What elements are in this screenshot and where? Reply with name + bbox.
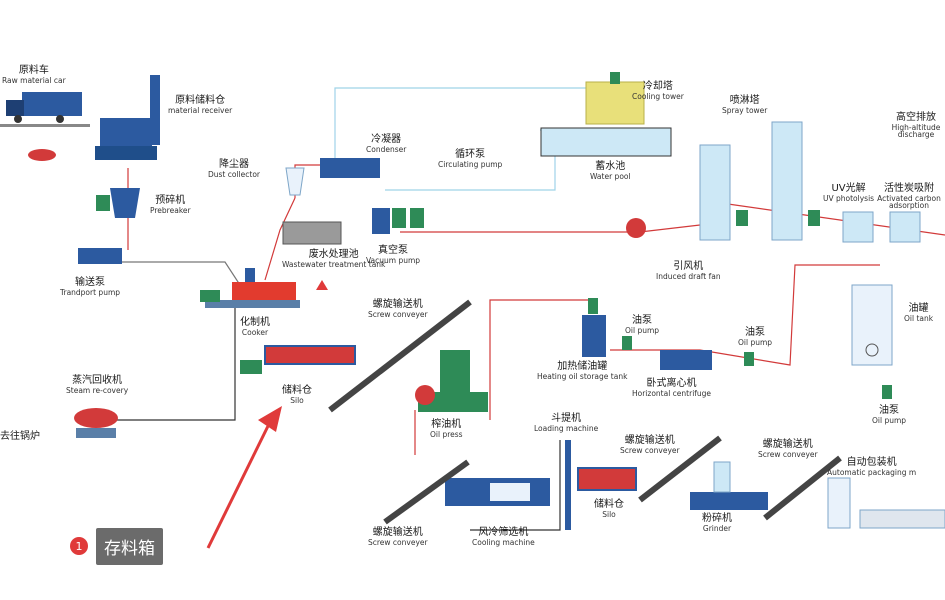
circulating-pump [392,208,424,228]
material-receiver [28,75,160,161]
screw-conveyer-3 [638,435,722,503]
raw-material-car [0,92,90,127]
oil-press [415,350,488,412]
oil-tank [851,284,893,399]
silo-1 [240,345,356,374]
cooling-tower [585,72,645,125]
steam-recovery [74,408,118,438]
carbon-unit [889,211,921,243]
cooling-machine [445,478,550,506]
screw-conveyer-2 [383,459,470,525]
screw-conveyer-1 [328,299,472,413]
annotation-text: 存料箱 [96,527,163,565]
cooker-to-steam-pipe [115,300,236,421]
spray-towers [699,121,820,241]
uv-unit [842,211,874,243]
wastewater-tank [282,221,342,245]
automatic-packaging [827,477,945,529]
condenser-body [320,158,380,178]
silo-2 [577,467,637,491]
water-loop-pipe [334,87,590,170]
water-pool [540,127,672,157]
warning-triangle [316,280,328,290]
heating-oil-tank [582,298,606,357]
grinder [690,461,768,510]
loading-machine [565,440,571,530]
oil-pump-1 [622,336,632,350]
annotation-arrow [206,406,282,549]
horizontal-centrifuge [660,350,712,370]
pipes [115,87,945,531]
cooker-to-dust-pipe [264,197,296,281]
cooker-machine [200,268,300,308]
oil-line-1 [489,299,595,420]
screw-conveyer-4 [763,455,842,521]
cooling-line [470,440,561,531]
vacuum-line-pipe [400,224,701,233]
label-boiler: 去往锅炉 [0,431,40,442]
annotation-tag: 1 存料箱 [70,526,163,566]
prebreaker [96,188,140,218]
pump-to-cooker-pipe [122,261,241,286]
oil-pump-2 [744,352,754,366]
dust-collector [285,167,305,196]
annotation-number: 1 [70,537,88,555]
induced-fan [626,218,646,238]
transport-pump-body [78,248,122,264]
vacuum-pump-body [372,208,390,234]
